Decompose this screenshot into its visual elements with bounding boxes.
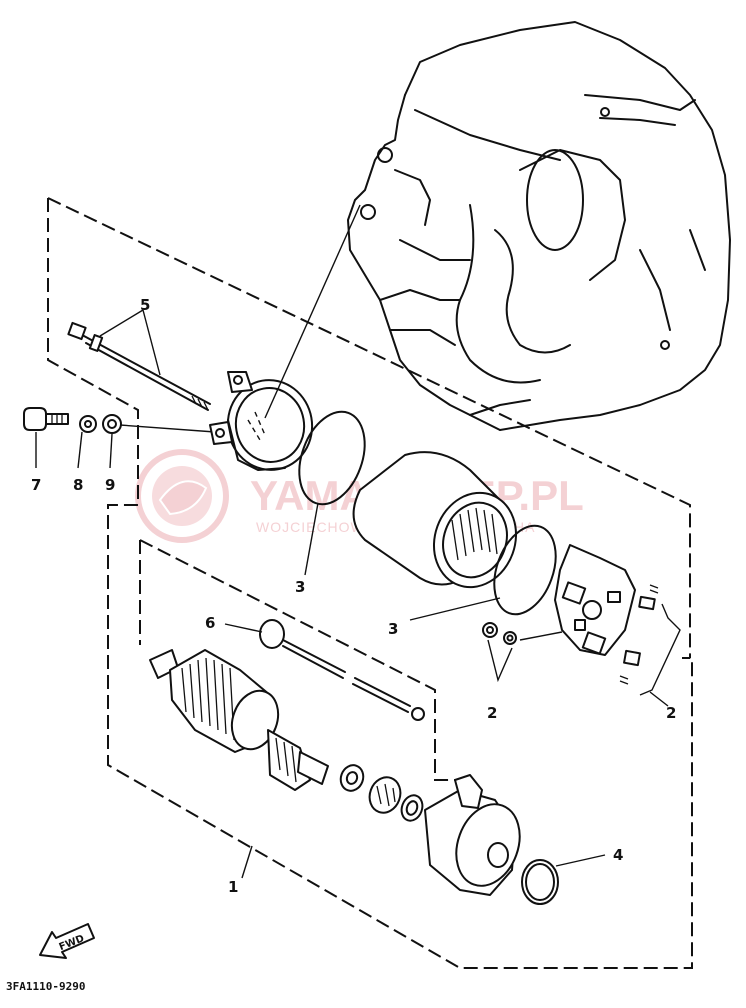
part-3-o-ring-front [298,410,366,506]
callout-6: 6 [205,614,215,632]
leader-9 [109,433,113,469]
part-7-bolt [23,407,69,431]
callout-1: 1 [228,878,238,896]
assembly-boundary [47,197,693,969]
part-3-o-ring-rear [493,524,557,616]
leader-5b [142,309,161,376]
leader-2b-bracket [639,603,681,696]
fwd-arrow-icon: FWD [39,923,95,959]
callout-2-left: 2 [487,704,497,722]
brush-holder-plate [554,544,636,656]
leader-4 [555,854,606,867]
starter-yoke [352,451,518,589]
leader-1 [241,845,253,879]
part-9-washer [102,414,122,434]
callout-7: 7 [31,476,41,494]
starter-rear-cover [424,774,521,896]
part-8-washer [79,415,97,433]
leader-3a [304,502,319,576]
callout-9: 9 [105,476,115,494]
callout-3-rear: 3 [388,620,398,638]
leader-3b [409,597,501,621]
callout-3-front: 3 [295,578,305,596]
shim [400,794,424,822]
leader-5a [99,309,144,337]
leader-9-to-bracket [119,424,216,433]
callout-5: 5 [140,296,150,314]
leader-2b [649,691,669,707]
leader-2a [487,631,563,683]
brush-terminals [619,584,659,685]
starter-front-cover [209,371,314,471]
part-4-o-ring [521,859,559,905]
brush-insulator [368,776,402,814]
engine-crankcase [347,21,731,431]
callout-8: 8 [73,476,83,494]
thrust-washer [339,764,365,792]
part-6-rod [259,619,425,721]
diagram-code: 3FA1110-9290 [6,980,85,993]
callout-2-right: 2 [666,704,676,722]
leader-cover-to-crankcase [264,204,361,419]
leader-6 [224,623,263,633]
starter-armature [149,649,329,791]
part-2-nut [482,622,517,645]
callout-4: 4 [613,846,623,864]
leader-8 [77,431,83,469]
watermark-logo [135,449,229,543]
part-5-through-bolts [67,321,211,411]
